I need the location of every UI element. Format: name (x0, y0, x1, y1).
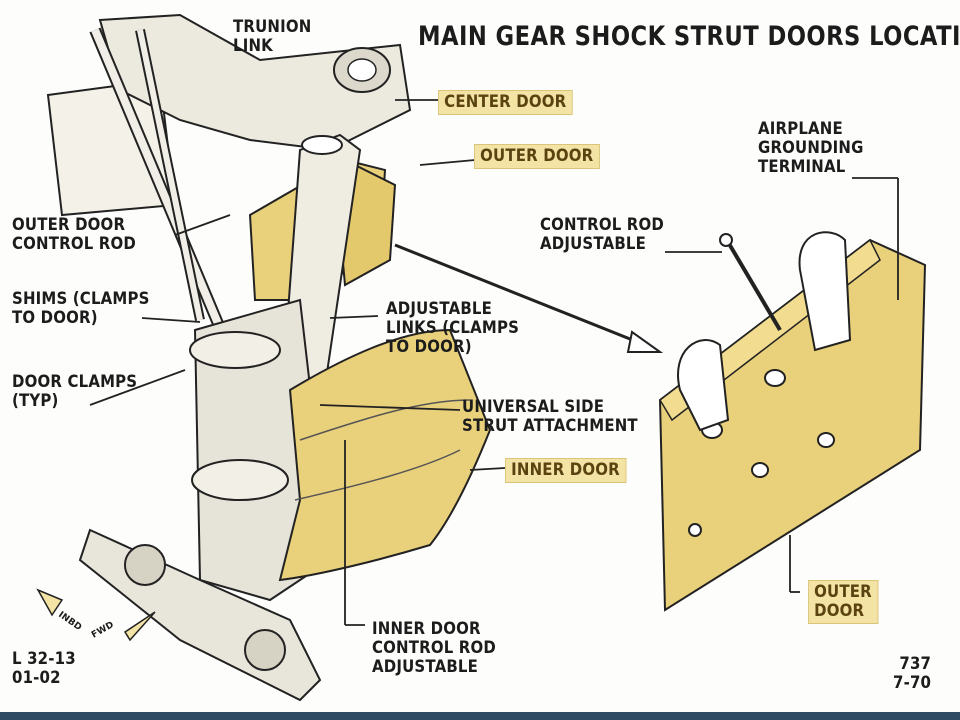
leader-lines (89, 99, 899, 626)
inbd-arrow-shape (36, 588, 64, 617)
label-shims: SHIMS (CLAMPS TO DOOR) (12, 289, 150, 328)
reference-code: L 32-13 01-02 (12, 649, 76, 688)
diagram-title: MAIN GEAR SHOCK STRUT DOORS LOCATION (418, 21, 960, 52)
label-door-clamps: DOOR CLAMPS (TYP) (12, 372, 138, 411)
label-outer-door-bottom: OUTER DOOR (808, 580, 879, 624)
label-trunion-link: TRUNION LINK (233, 17, 312, 56)
label-adjustable-links: ADJUSTABLE LINKS (CLAMPS TO DOOR) (386, 299, 520, 357)
fwd-arrow-shape (123, 611, 156, 642)
label-outer-door-control-rod: OUTER DOOR CONTROL ROD (12, 215, 136, 254)
label-airplane-grounding-terminal: AIRPLANE GROUNDING TERMINAL (758, 119, 864, 177)
label-control-rod-adjustable: CONTROL ROD ADJUSTABLE (540, 215, 664, 254)
label-outer-door-top: OUTER DOOR (474, 144, 600, 169)
bottom-band (0, 712, 960, 720)
trunion-link (98, 13, 412, 152)
label-universal-side-strut: UNIVERSAL SIDE STRUT ATTACHMENT (462, 397, 638, 436)
page-code: 737 7-70 (893, 654, 932, 693)
label-inner-door: INNER DOOR (505, 458, 627, 483)
label-inner-door-control-rod: INNER DOOR CONTROL ROD ADJUSTABLE (372, 619, 496, 677)
label-center-door: CENTER DOOR (438, 90, 573, 115)
inner-door-shape (278, 328, 492, 582)
